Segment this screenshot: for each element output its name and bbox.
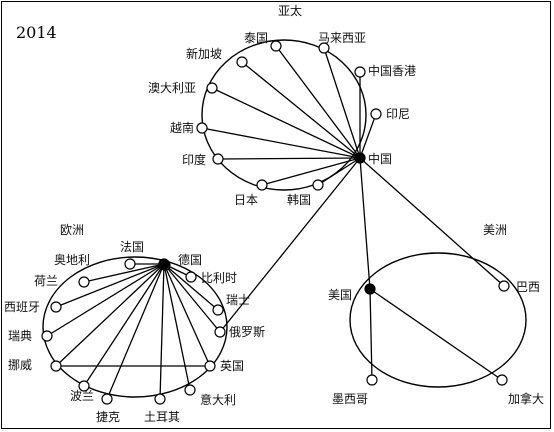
node-czech <box>101 393 113 405</box>
node-label-hongkong: 中国香港 <box>368 63 416 78</box>
edge-china-singapore <box>241 61 361 159</box>
year-label: 2014 <box>16 23 57 42</box>
edge-germany-switzerland <box>163 263 219 311</box>
node-brazil <box>498 280 510 292</box>
node-label-india: 印度 <box>182 152 206 167</box>
node-vietnam <box>196 122 208 134</box>
node-turkey <box>154 393 166 405</box>
node-japan <box>256 179 268 191</box>
node-label-brazil: 巴西 <box>516 280 540 294</box>
node-norway <box>50 360 62 372</box>
node-poland <box>78 380 90 392</box>
edge-china-indonesia <box>359 113 377 159</box>
node-label-france: 法国 <box>120 240 144 254</box>
edge-usa-mexico <box>369 288 373 381</box>
edge-germany-spain <box>55 263 165 308</box>
node-germany <box>158 258 170 270</box>
node-label-italy: 意大利 <box>200 392 236 407</box>
node-label-norway: 挪威 <box>8 358 32 372</box>
node-label-uk: 英国 <box>220 359 244 373</box>
edge-china-russia <box>219 157 361 333</box>
node-label-netherlands: 荷兰 <box>34 274 58 288</box>
edge-china-usa <box>359 157 371 290</box>
edge-germany-uk <box>163 263 211 367</box>
edge-china-australia <box>211 87 361 159</box>
edge-germany-sweden <box>46 263 165 337</box>
node-china <box>354 152 366 164</box>
node-label-mexico: 墨西哥 <box>332 392 368 406</box>
node-label-austria: 奥地利 <box>54 253 90 267</box>
region-label-asia: 亚太 <box>278 3 302 18</box>
node-spain <box>50 301 62 313</box>
edge-china-japan <box>261 157 361 186</box>
node-label-indonesia: 印尼 <box>386 107 410 121</box>
node-thailand <box>270 40 282 52</box>
edge-germany-norway <box>55 263 165 367</box>
edge-china-vietnam <box>201 127 361 159</box>
node-label-china: 中国 <box>368 151 392 166</box>
node-label-spain: 西班牙 <box>4 300 40 314</box>
node-label-poland: 波兰 <box>70 389 94 403</box>
node-label-switzerland: 瑞士 <box>226 293 250 307</box>
node-italy <box>184 384 196 396</box>
node-singapore <box>236 56 248 68</box>
edge-china-korea <box>317 157 361 186</box>
region-label-americas: 美洲 <box>483 223 507 237</box>
node-hongkong <box>354 66 366 78</box>
node-netherlands <box>78 276 90 288</box>
node-malaysia <box>318 42 330 54</box>
node-canada <box>496 374 508 386</box>
edge-germany-czech <box>106 263 165 400</box>
node-russia <box>214 326 226 338</box>
node-label-japan: 日本 <box>234 193 258 207</box>
node-label-sweden: 瑞典 <box>8 329 32 343</box>
node-label-vietnam: 越南 <box>170 120 194 135</box>
node-label-korea: 韩国 <box>287 192 311 207</box>
node-indonesia <box>370 108 382 120</box>
edge-china-india <box>217 157 361 160</box>
node-label-usa: 美国 <box>328 288 352 302</box>
edge-china-malaysia <box>323 47 361 159</box>
asia-loop <box>201 39 367 191</box>
node-sweden <box>41 330 53 342</box>
region-label-europe: 欧洲 <box>60 223 84 237</box>
node-usa <box>364 283 376 295</box>
edge-germany-turkey <box>159 263 165 400</box>
node-label-belgium: 比利时 <box>201 271 237 285</box>
node-label-thailand: 泰国 <box>244 31 268 45</box>
node-label-malaysia: 马来西亚 <box>318 31 366 45</box>
node-label-turkey: 土耳其 <box>144 410 180 424</box>
node-australia <box>206 82 218 94</box>
edge-usa-canada <box>369 288 503 381</box>
node-label-singapore: 新加坡 <box>186 46 222 61</box>
node-label-germany: 德国 <box>178 252 202 267</box>
node-austria <box>124 258 136 270</box>
edge-germany-russia <box>163 263 221 333</box>
node-mexico <box>366 374 378 386</box>
europe-loop <box>42 256 228 398</box>
node-india <box>212 153 224 165</box>
node-belgium <box>185 271 197 283</box>
node-label-czech: 捷克 <box>96 410 120 424</box>
edge-germany-netherlands <box>83 263 165 283</box>
node-switzerland <box>212 304 224 316</box>
node-uk <box>204 360 216 372</box>
edge-germany-italy <box>163 263 191 391</box>
node-label-australia: 澳大利亚 <box>148 81 196 95</box>
node-label-canada: 加拿大 <box>508 391 544 406</box>
edge-china-thailand <box>275 45 361 159</box>
americas-loop <box>349 252 527 388</box>
node-label-russia: 俄罗斯 <box>229 325 265 339</box>
edge-china-brazil <box>359 157 505 287</box>
node-korea <box>312 179 324 191</box>
edge-germany-poland <box>83 263 165 387</box>
